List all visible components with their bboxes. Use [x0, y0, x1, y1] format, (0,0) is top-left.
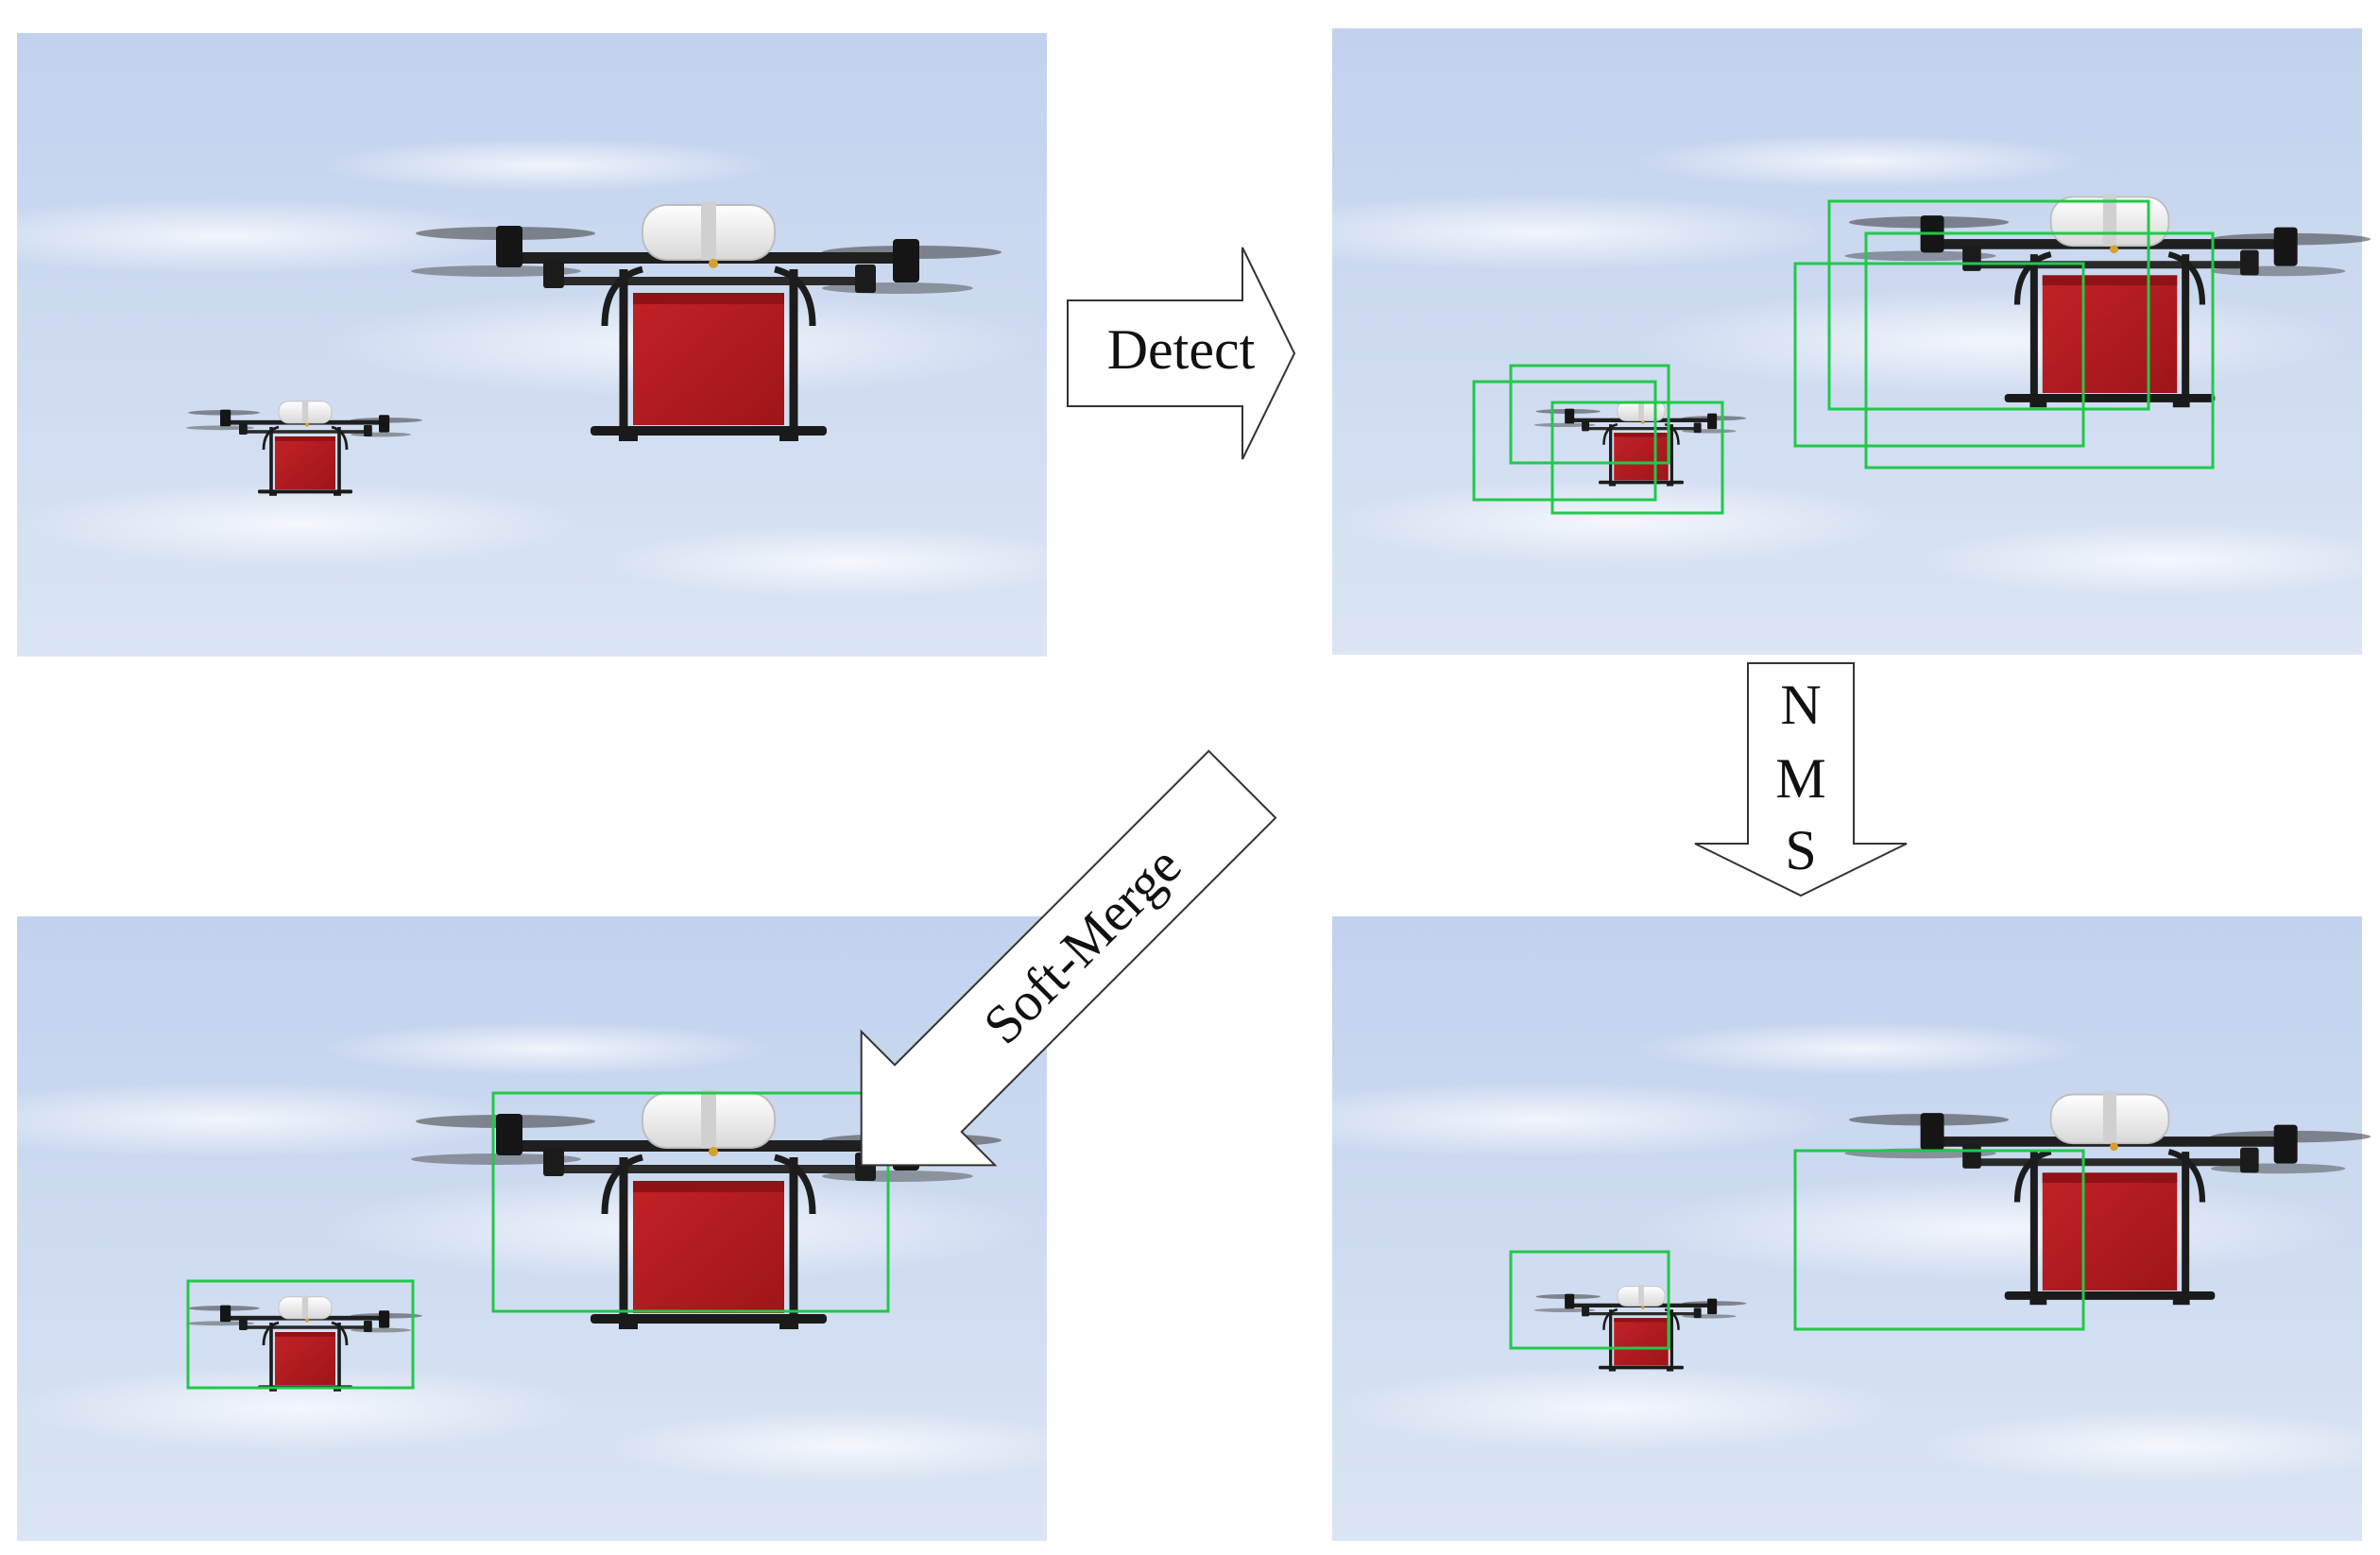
detection-box [1550, 401, 1724, 515]
detection-box [1509, 364, 1670, 465]
detect-arrow: Detect [1067, 247, 1296, 460]
detection-box [1864, 231, 2215, 470]
nms-letter-n: N [1780, 674, 1821, 736]
candidate-boxes [1472, 199, 2215, 515]
detection-box [1793, 262, 2085, 448]
panel-nms-result [1332, 916, 2380, 1541]
panel-soft-merge-result [17, 916, 1047, 1541]
panel-original [17, 33, 1047, 657]
merged-box-small [186, 1279, 415, 1390]
panel-detections [1332, 28, 2380, 655]
nms-box-small [1509, 1250, 1670, 1350]
nms-letter-s: S [1785, 819, 1816, 881]
detection-box [1827, 199, 2150, 411]
merged-box-large [491, 1091, 890, 1313]
detect-label: Detect [1107, 318, 1256, 381]
nms-letter-m: M [1775, 747, 1825, 810]
nms-box-large [1793, 1149, 2085, 1331]
nms-arrow: N M S [1694, 662, 1908, 897]
detection-box [1472, 380, 1657, 502]
